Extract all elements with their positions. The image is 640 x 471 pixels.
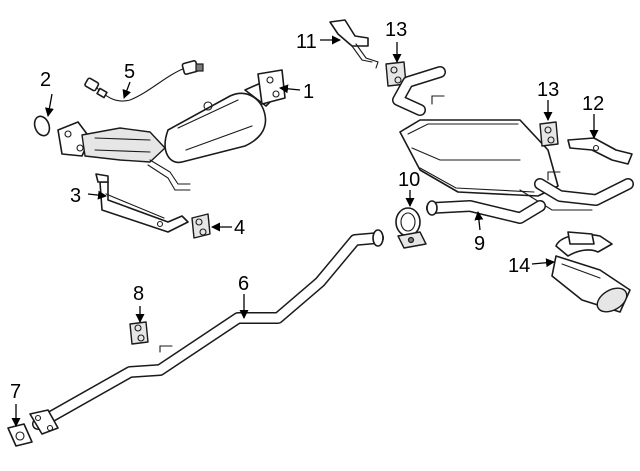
callout-7: 7 xyxy=(10,381,21,403)
leader-lines xyxy=(11,35,599,427)
callout-8: 8 xyxy=(133,283,144,305)
callout-9: 9 xyxy=(474,233,485,255)
leader-9 xyxy=(474,211,484,231)
callout-2: 2 xyxy=(40,69,51,91)
leader-5 xyxy=(122,81,132,99)
gasket-ring-part xyxy=(33,115,51,137)
callout-3: 3 xyxy=(70,185,81,207)
leader-1 xyxy=(279,84,301,94)
callout-13-upper: 13 xyxy=(385,19,407,41)
callout-1: 1 xyxy=(303,81,314,103)
muffler-assembly-part xyxy=(392,66,634,211)
hanger-bracket-11-part xyxy=(329,19,379,69)
rubber-hanger-8-part xyxy=(129,321,149,345)
intermediate-pipe-9-part xyxy=(426,200,546,224)
rubber-hanger-4-part xyxy=(191,213,211,239)
callout-6: 6 xyxy=(238,273,249,295)
callout-labels: 1 2 3 4 5 6 7 8 9 10 11 12 13 13 14 xyxy=(10,19,604,403)
pipe-clamp-part xyxy=(395,207,427,249)
callout-5: 5 xyxy=(124,61,135,83)
callout-11: 11 xyxy=(296,31,317,53)
exhaust-tip-part xyxy=(551,231,631,313)
callout-4: 4 xyxy=(234,217,245,239)
oxygen-sensor-part xyxy=(84,60,204,102)
front-pipe-part xyxy=(29,229,384,435)
callout-13-right: 13 xyxy=(537,79,559,101)
callout-12: 12 xyxy=(582,93,604,115)
leader-3 xyxy=(87,190,107,200)
rubber-hanger-13-right-part xyxy=(539,121,559,147)
flange-gasket-part xyxy=(7,423,33,447)
catalytic-converter-part xyxy=(57,69,286,191)
callout-14: 14 xyxy=(508,255,530,277)
converter-bracket-part xyxy=(95,173,189,233)
leader-14 xyxy=(531,258,555,268)
leader-2 xyxy=(45,93,54,117)
callout-10: 10 xyxy=(398,169,420,191)
hanger-bracket-12-part xyxy=(567,137,633,165)
